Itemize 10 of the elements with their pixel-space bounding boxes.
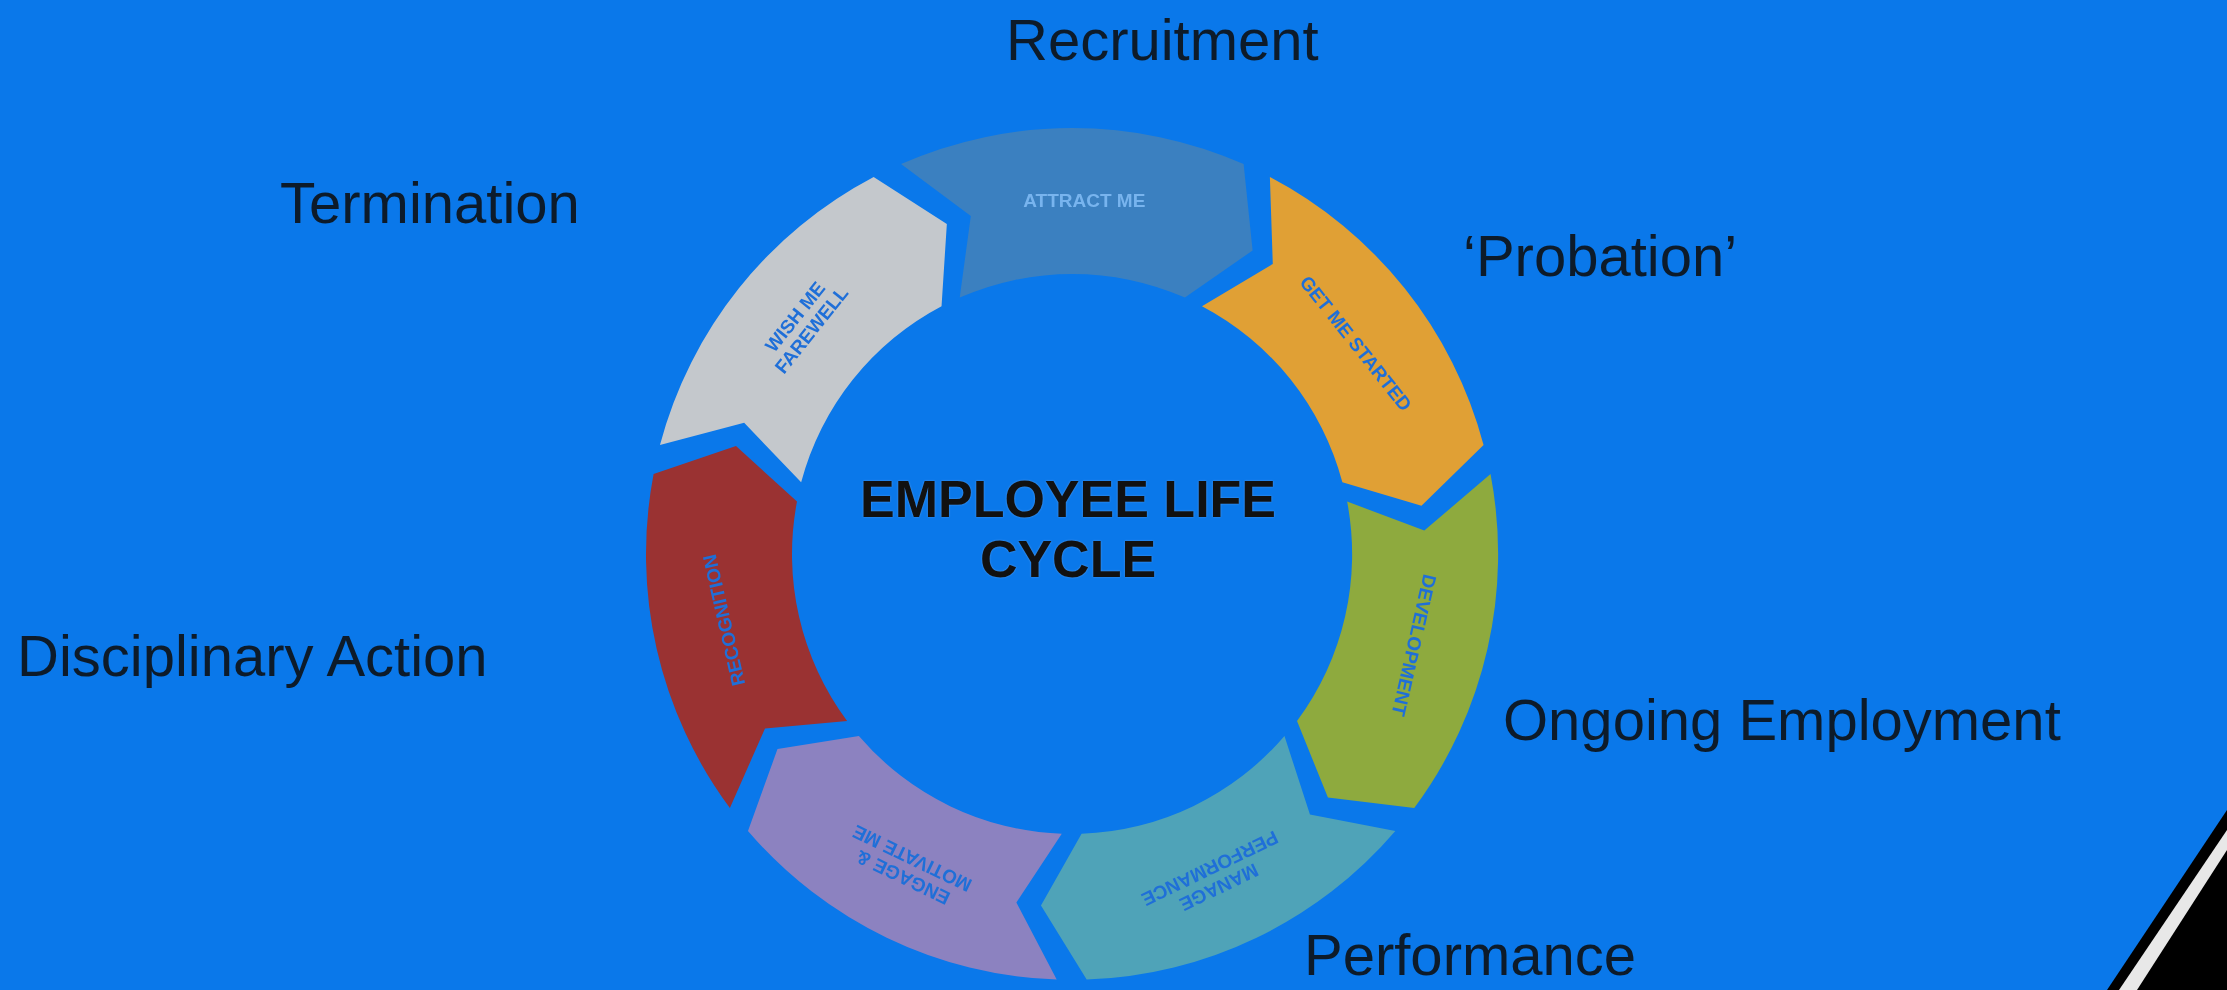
center-title: EMPLOYEE LIFE CYCLE	[858, 470, 1278, 590]
arrow-segment	[1296, 473, 1498, 808]
arrow-segment	[748, 736, 1063, 980]
arrow-segment	[900, 128, 1253, 298]
segment-label: ATTRACT ME	[1022, 190, 1147, 212]
stage-label: Termination	[280, 174, 580, 232]
stage-label: ‘Probation’	[1463, 227, 1738, 285]
stage-label: Performance	[1304, 926, 1637, 984]
arrow-segment	[646, 445, 848, 808]
stage-label: Recruitment	[1006, 11, 1319, 69]
